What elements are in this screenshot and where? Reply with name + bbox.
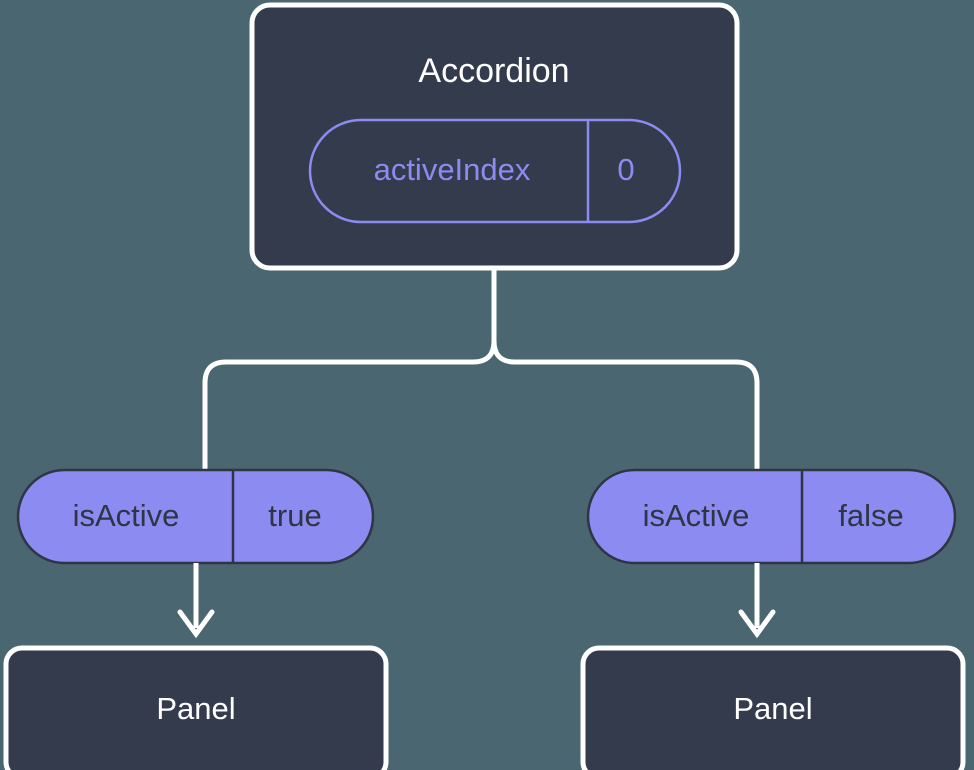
accordion-node-title: Accordion xyxy=(418,52,569,90)
accordion-state-pill-shape xyxy=(308,118,682,224)
panel-right[interactable]: Panel xyxy=(580,645,966,770)
left-prop-pill[interactable]: isActive true xyxy=(16,468,375,565)
panel-left-title: Panel xyxy=(156,691,235,726)
connector-group xyxy=(202,268,760,470)
panel-left-box xyxy=(3,645,389,770)
left-branch: isActive true Panel xyxy=(3,468,389,770)
connector-stem-left-fillet xyxy=(472,340,497,365)
right-prop-pill[interactable]: isActive false xyxy=(586,468,957,565)
connector-left xyxy=(202,359,473,470)
right-prop-key: isActive xyxy=(643,498,750,533)
connector-stem xyxy=(491,268,516,365)
accordion-state-key: activeIndex xyxy=(374,152,531,187)
panel-left[interactable]: Panel xyxy=(3,645,389,770)
accordion-node-box xyxy=(249,2,740,271)
right-prop-pill-shape xyxy=(586,468,957,565)
right-branch: isActive false Panel xyxy=(580,468,966,770)
left-arrow-icon xyxy=(177,563,215,639)
panel-right-title: Panel xyxy=(733,691,812,726)
panel-right-box xyxy=(580,645,966,770)
accordion-state-value: 0 xyxy=(617,152,634,187)
left-prop-value: true xyxy=(268,498,321,533)
right-prop-value: false xyxy=(838,498,903,533)
left-arrow-head xyxy=(177,609,215,639)
right-arrow-head xyxy=(738,609,776,639)
accordion-state-pill[interactable]: activeIndex 0 xyxy=(308,118,682,224)
connector-right xyxy=(515,359,760,470)
left-prop-key: isActive xyxy=(73,498,180,533)
right-arrow-icon xyxy=(738,563,776,639)
accordion-node[interactable]: Accordion activeIndex 0 xyxy=(249,2,740,271)
